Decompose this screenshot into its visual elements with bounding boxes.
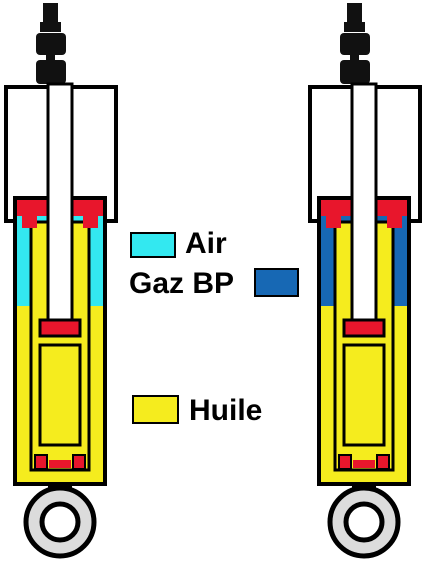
seal-right <box>387 216 402 228</box>
mount-bolt <box>43 3 58 23</box>
mount-rubber-bottom <box>340 60 370 84</box>
mount-bolt <box>347 3 362 23</box>
foot-valve-center <box>49 460 71 468</box>
seal-left <box>22 216 37 228</box>
seal-right <box>83 216 98 228</box>
mount-rubber-bottom <box>36 60 66 84</box>
mount-spacer <box>46 55 55 60</box>
lower-chamber <box>342 343 386 447</box>
piston <box>38 318 82 338</box>
mount-rubber-top <box>340 33 370 55</box>
shock-absorber-left <box>4 3 118 559</box>
foot-valve-left <box>34 454 48 470</box>
legend-label-gas: Gaz BP <box>129 267 235 300</box>
piston-rod <box>46 82 74 322</box>
legend-swatch-air <box>130 232 176 258</box>
seal-left <box>326 216 341 228</box>
mount-nut <box>344 22 365 32</box>
legend-swatch-gas <box>254 268 299 297</box>
legend-label-oil: Huile <box>189 394 263 427</box>
legend-label-air: Air <box>185 227 227 260</box>
foot-valve-center <box>353 460 375 468</box>
mount-nut <box>40 22 61 32</box>
eye-hole <box>39 501 81 543</box>
piston-rod <box>350 82 378 322</box>
foot-valve-left <box>338 454 352 470</box>
foot-valve-right <box>72 454 86 470</box>
eye-hole <box>343 501 385 543</box>
piston <box>342 318 386 338</box>
foot-valve-right <box>376 454 390 470</box>
legend-swatch-oil <box>132 395 179 424</box>
shock-absorber-right <box>308 3 422 559</box>
lower-chamber <box>38 343 82 447</box>
mount-rubber-top <box>36 33 66 55</box>
mount-spacer <box>350 55 359 60</box>
